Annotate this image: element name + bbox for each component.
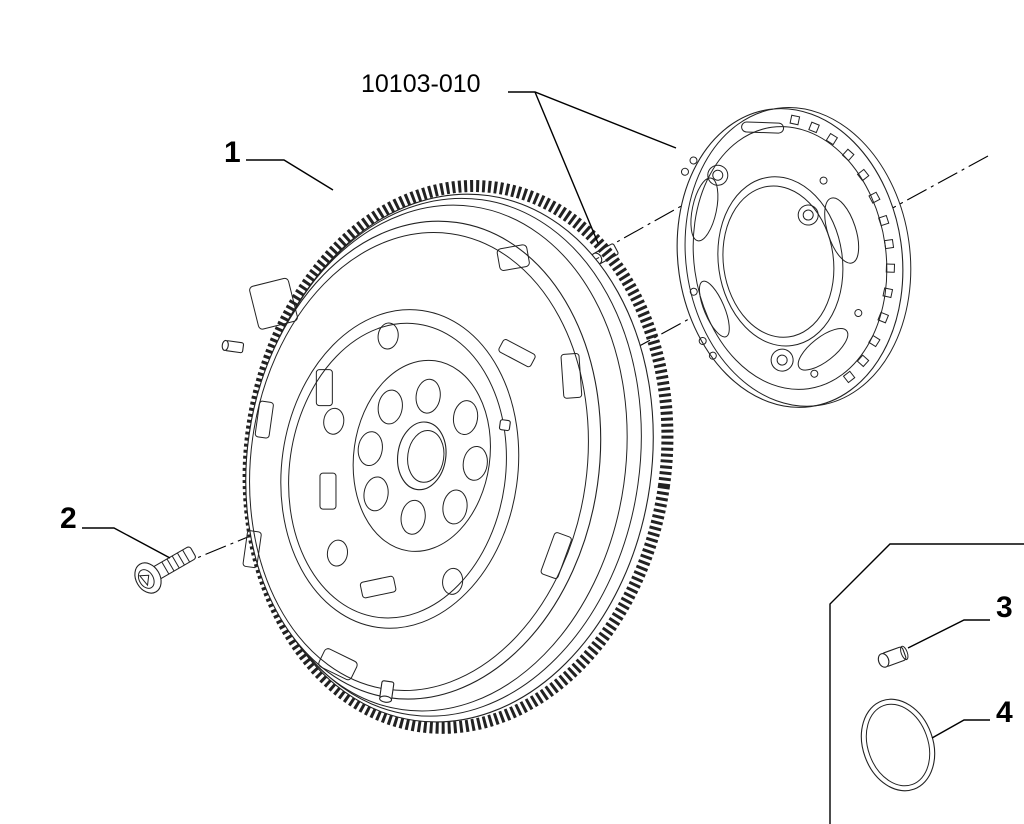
leader-2 bbox=[82, 527, 171, 559]
o-ring-icon bbox=[860, 698, 936, 792]
leader-1 bbox=[246, 159, 334, 191]
leader-4 bbox=[931, 719, 990, 739]
inset-border bbox=[829, 543, 1024, 824]
callout-ref-10103: 10103-010 bbox=[361, 70, 481, 98]
leader-10103-to-pin bbox=[534, 91, 599, 244]
flywheel-bolt-icon bbox=[134, 546, 196, 594]
leader-10103-to-plate bbox=[508, 91, 677, 149]
callout-part-3: 3 bbox=[996, 591, 1013, 624]
flywheel-icon bbox=[221, 180, 674, 734]
dowel-pin-icon bbox=[877, 645, 909, 668]
leader-3 bbox=[907, 619, 990, 649]
callout-part-4: 4 bbox=[996, 696, 1013, 729]
callout-part-2: 2 bbox=[60, 502, 77, 535]
sensor-ring-plate-icon bbox=[676, 107, 912, 408]
callout-part-1: 1 bbox=[224, 136, 241, 169]
pin-axis bbox=[614, 175, 736, 244]
